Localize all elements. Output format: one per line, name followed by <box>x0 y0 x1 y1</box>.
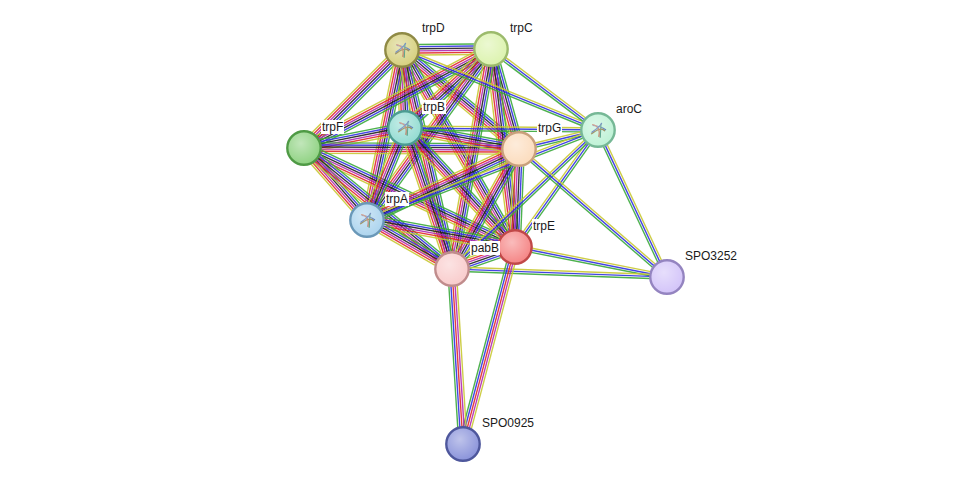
interaction-edge <box>510 166 523 230</box>
interaction-edge <box>379 224 440 265</box>
evidence-line <box>321 153 502 155</box>
evidence-line <box>457 286 466 427</box>
evidence-line <box>532 160 654 266</box>
evidence-line <box>381 229 437 261</box>
node-circle <box>497 229 533 265</box>
node-circle <box>473 31 509 67</box>
node-label: SPO3252 <box>684 249 738 263</box>
evidence-line <box>421 134 502 149</box>
protein-node: trpE <box>497 229 533 265</box>
evidence-line <box>532 248 651 271</box>
evidence-line <box>607 144 662 260</box>
evidence-line <box>419 45 474 47</box>
evidence-line <box>419 54 474 56</box>
evidence-line <box>453 286 462 427</box>
interaction-edge <box>419 44 474 55</box>
evidence-line <box>417 58 582 125</box>
evidence-line <box>469 268 650 275</box>
node-circle <box>649 259 685 295</box>
evidence-line <box>384 138 583 216</box>
interaction-edge <box>417 54 583 125</box>
evidence-line <box>467 263 510 427</box>
node-label: trpF <box>321 120 344 134</box>
node-circle <box>349 202 385 238</box>
protein-node: trpD <box>384 32 420 68</box>
node-circle <box>384 32 420 68</box>
node-circle <box>580 112 616 148</box>
evidence-line <box>419 50 474 52</box>
evidence-line <box>506 58 586 118</box>
node-circle <box>286 130 322 166</box>
interaction-edge <box>449 286 466 428</box>
evidence-line <box>383 226 439 258</box>
evidence-line <box>422 130 503 145</box>
node-label: trpD <box>421 21 446 35</box>
node-circle <box>501 131 537 167</box>
evidence-line <box>380 151 501 208</box>
evidence-line <box>384 224 440 256</box>
evidence-line <box>384 222 499 243</box>
node-label: SPO0925 <box>481 416 535 430</box>
evidence-line <box>603 146 658 262</box>
protein-node: SPO3252 <box>649 259 685 295</box>
node-label: trpE <box>532 219 556 233</box>
evidence-line <box>419 52 474 54</box>
evidence-line <box>419 47 474 49</box>
node-label: trpC <box>509 21 534 35</box>
node-circle <box>434 251 470 287</box>
evidence-line <box>605 145 660 261</box>
interaction-edge <box>463 262 514 428</box>
evidence-line <box>419 54 584 121</box>
evidence-line <box>533 159 655 265</box>
protein-node: trpB <box>387 110 423 146</box>
evidence-line <box>421 136 502 151</box>
node-label: trpB <box>422 100 446 114</box>
node-label: pabB <box>470 241 500 255</box>
protein-node: SPO0925 <box>445 426 481 462</box>
node-label: aroC <box>615 102 643 116</box>
evidence-line <box>503 61 583 121</box>
evidence-line <box>505 59 585 119</box>
node-label: trpA <box>385 192 409 206</box>
protein-node: trpC <box>473 31 509 67</box>
protein-node: trpA <box>349 202 385 238</box>
protein-node: pabB <box>434 251 470 287</box>
evidence-line <box>379 233 435 265</box>
node-label: trpG <box>537 121 562 135</box>
interaction-edge <box>603 144 661 262</box>
evidence-line <box>455 286 464 427</box>
protein-node: aroC <box>580 112 616 148</box>
evidence-line <box>469 264 512 428</box>
evidence-line <box>422 132 503 147</box>
interaction-edge <box>469 268 650 279</box>
evidence-line <box>471 265 514 429</box>
node-circle <box>387 110 423 146</box>
protein-node: trpG <box>501 131 537 167</box>
protein-node: trpF <box>286 130 322 166</box>
evidence-line <box>380 231 436 263</box>
evidence-line <box>419 43 474 45</box>
evidence-line <box>418 56 583 123</box>
evidence-line <box>465 263 508 427</box>
node-circle <box>445 426 481 462</box>
interaction-edge <box>503 58 585 122</box>
evidence-line <box>382 228 438 260</box>
evidence-line <box>463 262 506 426</box>
